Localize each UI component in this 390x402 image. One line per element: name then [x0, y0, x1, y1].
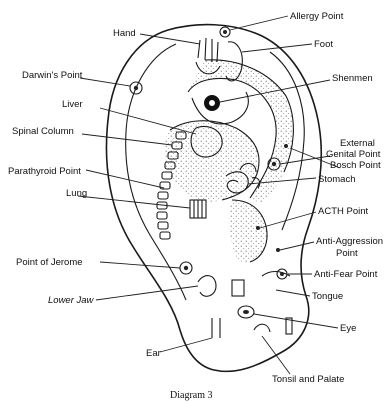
tongue-wave [262, 272, 290, 277]
label-shenmen: Shenmen [332, 73, 373, 84]
lung-lines [194, 200, 202, 218]
label-ear: Ear [146, 348, 161, 359]
label-bosch-point: Bosch Point [330, 160, 381, 171]
label-genital-point: Genital Point [326, 149, 381, 160]
label-external: External [340, 138, 375, 149]
label-lung: Lung [66, 188, 87, 199]
triangular-fossa [192, 92, 248, 124]
label-acth-point: ACTH Point [318, 206, 369, 217]
label-allergy-point: Allergy Point [290, 11, 344, 22]
label-darwins-point: Darwin's Point [22, 70, 83, 81]
tongue-shape [232, 280, 244, 296]
label-anti-aggression: Anti-Aggression [316, 236, 383, 247]
label-tongue: Tongue [312, 291, 343, 302]
lower-jaw-shape [198, 276, 216, 297]
eye-pupil [243, 310, 249, 314]
acth-marker [256, 226, 260, 230]
label-lower-jaw: Lower Jaw [48, 295, 95, 306]
label-tonsil-and-palate: Tonsil and Palate [272, 374, 344, 385]
tonsil-feature [254, 324, 270, 332]
label-foot: Foot [314, 39, 333, 50]
label-eye: Eye [340, 323, 356, 334]
label-stomach: Stomach [318, 174, 356, 185]
label-anti-fear-point: Anti-Fear Point [314, 269, 378, 280]
label-point-of-jerome: Point of Jerome [16, 257, 83, 268]
label-anti-aggression-point: Point [336, 248, 358, 259]
label-liver: Liver [62, 99, 83, 110]
anti-aggression-marker [276, 248, 280, 252]
label-spinal-column: Spinal Column [12, 126, 74, 137]
ear-lobe-feature [212, 318, 220, 338]
ear-drawing [106, 25, 321, 372]
label-hand: Hand [113, 28, 136, 39]
genital-point-marker [284, 144, 288, 148]
caption: Diagram 3 [170, 390, 213, 401]
label-parathyroid-point: Parathyroid Point [8, 166, 81, 177]
